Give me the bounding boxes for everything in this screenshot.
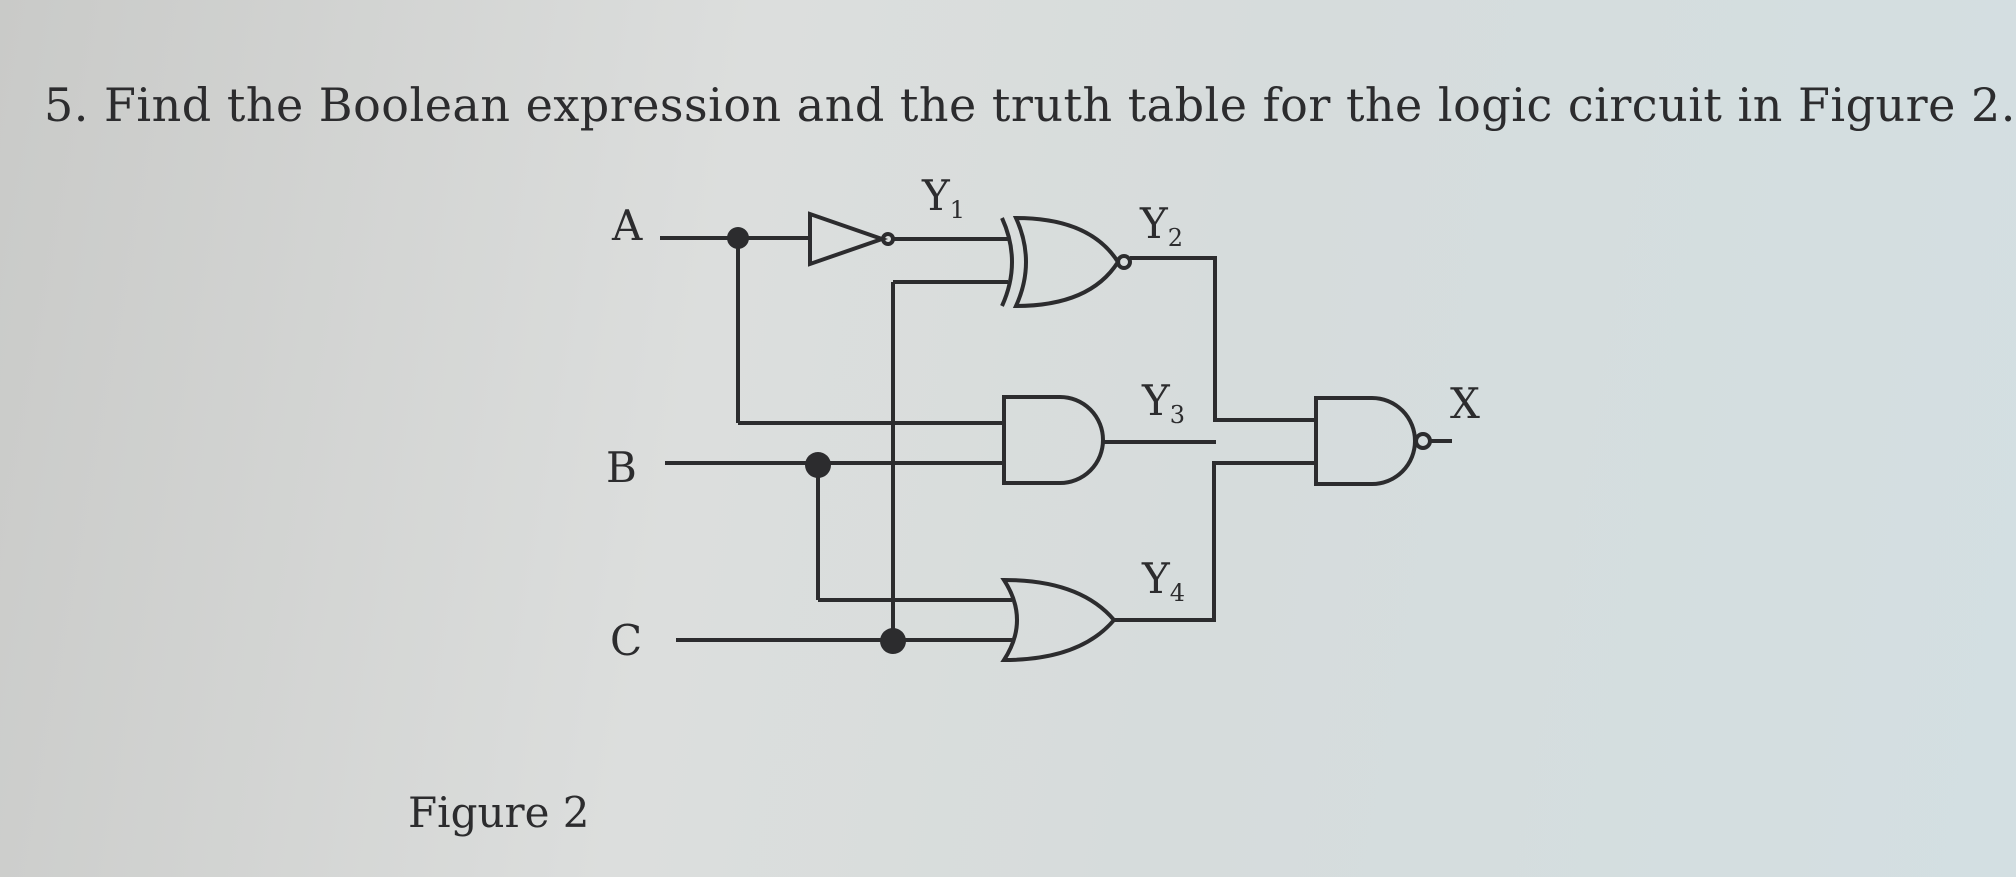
question-number: 5. [44, 78, 89, 132]
wire-y2 [1130, 256, 1316, 422]
wire-c [676, 280, 1014, 654]
input-label-c: C [610, 616, 642, 665]
label-y4: Y4 [1141, 554, 1185, 607]
nand-gate [1314, 396, 1432, 486]
junction-b [805, 452, 831, 478]
question-text: 5. Find the Boolean expression and the t… [44, 78, 2016, 132]
logic-circuit-diagram: A B C [606, 171, 1480, 665]
and-gate [1002, 395, 1105, 485]
wire-a [660, 227, 1004, 425]
question-body: Find the Boolean expression and the trut… [104, 78, 2016, 132]
figure-caption: Figure 2 [408, 788, 590, 837]
label-y1: Y1 [921, 171, 965, 224]
wire-b [665, 452, 1012, 602]
input-label-a: A [611, 201, 643, 250]
junction-a [727, 227, 749, 249]
wire-y4 [1114, 461, 1316, 622]
xnor-gate [1000, 215, 1132, 309]
label-y3: Y3 [1141, 376, 1185, 429]
or-gate [1000, 577, 1117, 663]
output-label-x: X [1450, 379, 1480, 428]
label-y2: Y2 [1139, 199, 1183, 252]
junction-c [880, 628, 906, 654]
input-label-b: B [606, 443, 637, 492]
not-gate [808, 211, 895, 267]
